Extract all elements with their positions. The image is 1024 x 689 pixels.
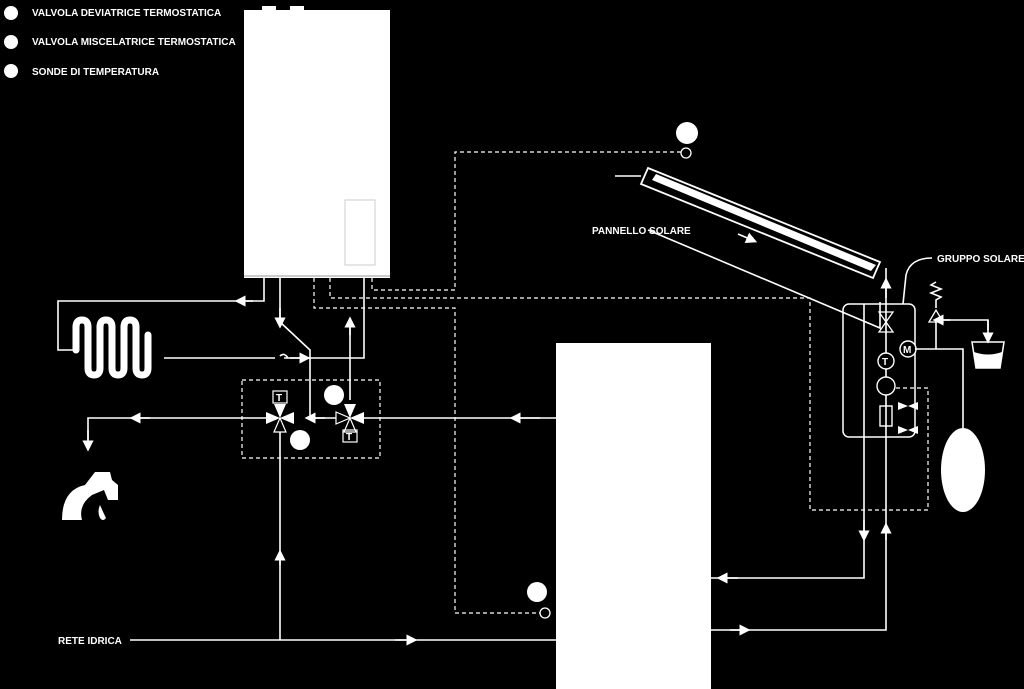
mixer-valve-marker xyxy=(324,385,344,405)
faucet-icon xyxy=(62,472,118,520)
svg-text:T: T xyxy=(346,432,352,443)
boiler xyxy=(244,6,390,278)
solar-group-label: GRUPPO SOLARE xyxy=(937,254,1024,265)
panel-sensor xyxy=(680,147,692,159)
panel-sensor-marker xyxy=(676,122,698,144)
valve-group-box xyxy=(241,379,381,459)
svg-text:T: T xyxy=(276,393,282,404)
water-mains-label: RETE IDRICA xyxy=(58,636,122,647)
legend-label-mixer: VALVOLA MISCELATRICE TERMOSTATICA xyxy=(32,37,236,48)
solar-panel-label: PANNELLO SOLARE xyxy=(592,226,691,237)
diverter-valve-marker xyxy=(290,430,310,450)
solar-panel xyxy=(639,122,882,280)
legend-label-diverter: VALVOLA DEVIATRICE TERMOSTATICA xyxy=(32,8,221,19)
tank-sensor-marker xyxy=(527,582,547,602)
svg-text:T: T xyxy=(882,357,888,368)
legend-marker-mixer xyxy=(4,35,18,49)
tank-sensor xyxy=(539,607,551,619)
svg-text:M: M xyxy=(903,345,911,356)
solar-group: T M xyxy=(711,257,933,636)
legend-marker-diverter xyxy=(4,6,18,20)
expansion-vessel xyxy=(941,428,985,512)
storage-tank xyxy=(556,343,711,689)
radiator-icon xyxy=(72,316,152,379)
mixer-valve: T xyxy=(324,385,364,443)
legend: VALVOLA DEVIATRICE TERMOSTATICA VALVOLA … xyxy=(4,6,236,78)
diverter-valve: T xyxy=(266,390,310,450)
legend-marker-sensors xyxy=(4,64,18,78)
legend-label-sensors: SONDE DI TEMPERATURA xyxy=(32,67,159,78)
